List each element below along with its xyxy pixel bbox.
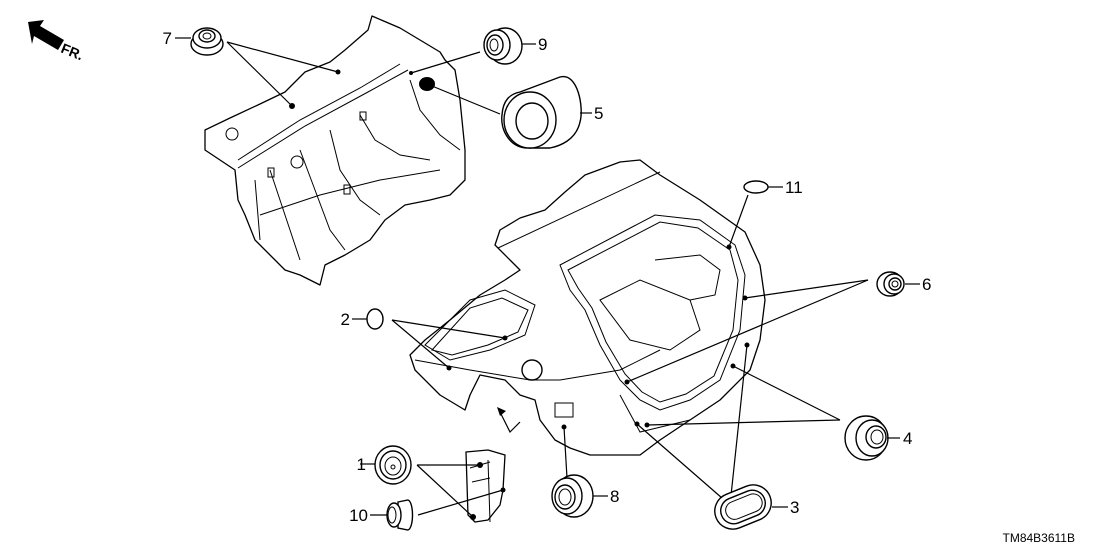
rear-body-panel [409, 159, 766, 456]
callout-3: 3 [790, 498, 799, 517]
callout-ticks [175, 37, 920, 516]
callout-4: 4 [903, 429, 912, 448]
leader-lines [226, 41, 869, 518]
part-6-grommet[interactable] [876, 271, 905, 297]
part-3-grommet[interactable] [709, 479, 776, 534]
callout-8: 8 [610, 487, 619, 506]
part-10-grommet[interactable] [386, 499, 414, 531]
part-4-grommet[interactable] [844, 415, 889, 461]
callout-9: 9 [538, 35, 547, 54]
front-arrow-icon [28, 20, 64, 50]
callout-10: 10 [349, 506, 368, 525]
part-9-grommet[interactable] [483, 27, 523, 65]
callout-5: 5 [594, 104, 603, 123]
callout-2: 2 [341, 310, 350, 329]
arrow-indicator-icon [497, 407, 521, 434]
callout-11: 11 [785, 178, 803, 197]
callout-6: 6 [922, 275, 931, 294]
fr-label: FR. [59, 40, 86, 63]
front-body-panel [204, 15, 466, 286]
part-8-grommet[interactable] [551, 474, 594, 518]
part-5-grommet[interactable] [501, 76, 582, 149]
drawing-code: TM84B3611B [1003, 531, 1076, 545]
part-11-grommet[interactable] [743, 180, 769, 194]
part-1-grommet[interactable] [374, 445, 412, 485]
part-7-grommet[interactable] [190, 27, 224, 56]
callout-1: 1 [357, 455, 366, 474]
callout-7: 7 [163, 29, 172, 48]
side-bracket-panel [465, 449, 506, 523]
part-2-grommet[interactable] [366, 308, 384, 330]
